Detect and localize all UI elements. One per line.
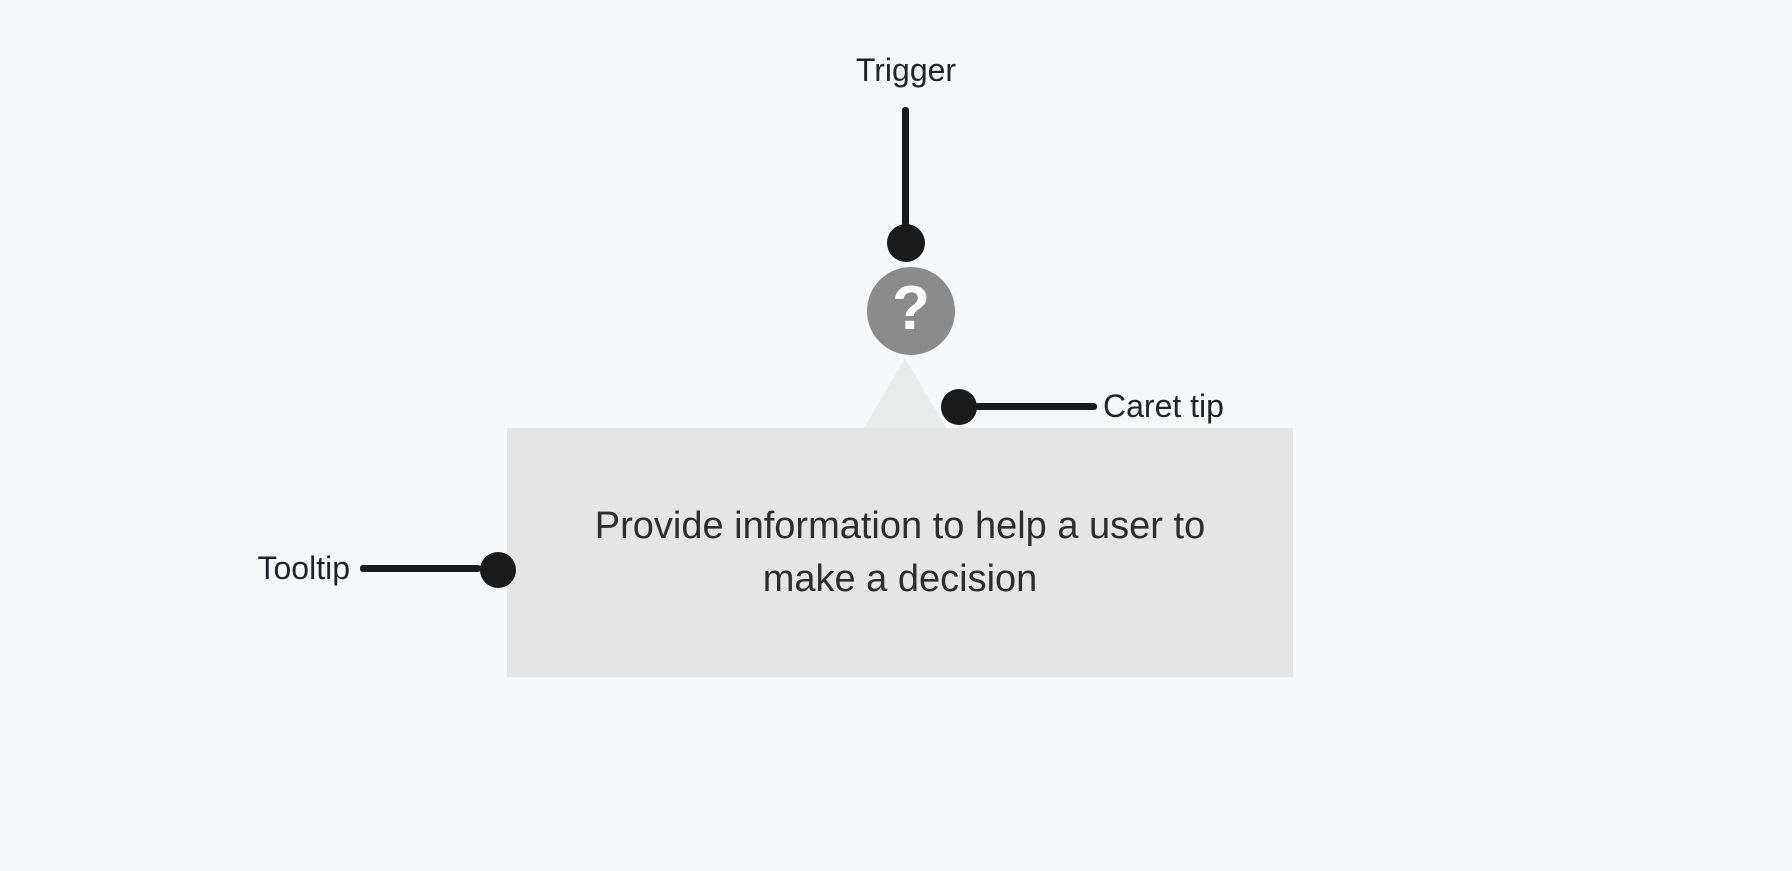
trigger-annotation-label: Trigger	[855, 52, 957, 88]
tooltip-connector-dot	[480, 552, 516, 588]
tooltip-connector-line	[360, 565, 481, 572]
tooltip-text-line: make a decision	[762, 557, 1038, 600]
caret-tip-connector-dot	[941, 389, 977, 425]
trigger-connector-dot	[887, 224, 925, 262]
tooltip-body: Provide information to help a user to ma…	[507, 428, 1293, 677]
caret-tip-annotation-label: Caret tip	[1103, 388, 1224, 424]
tooltip-caret	[864, 358, 946, 428]
tooltip-annotation-label: Tooltip	[257, 550, 351, 586]
caret-tip-connector-line	[975, 403, 1097, 410]
help-icon[interactable]: ?	[867, 267, 955, 355]
trigger-connector-line	[902, 107, 909, 226]
question-mark-glyph: ?	[892, 274, 930, 343]
tooltip-text-line: Provide information to help a user to	[594, 504, 1206, 547]
